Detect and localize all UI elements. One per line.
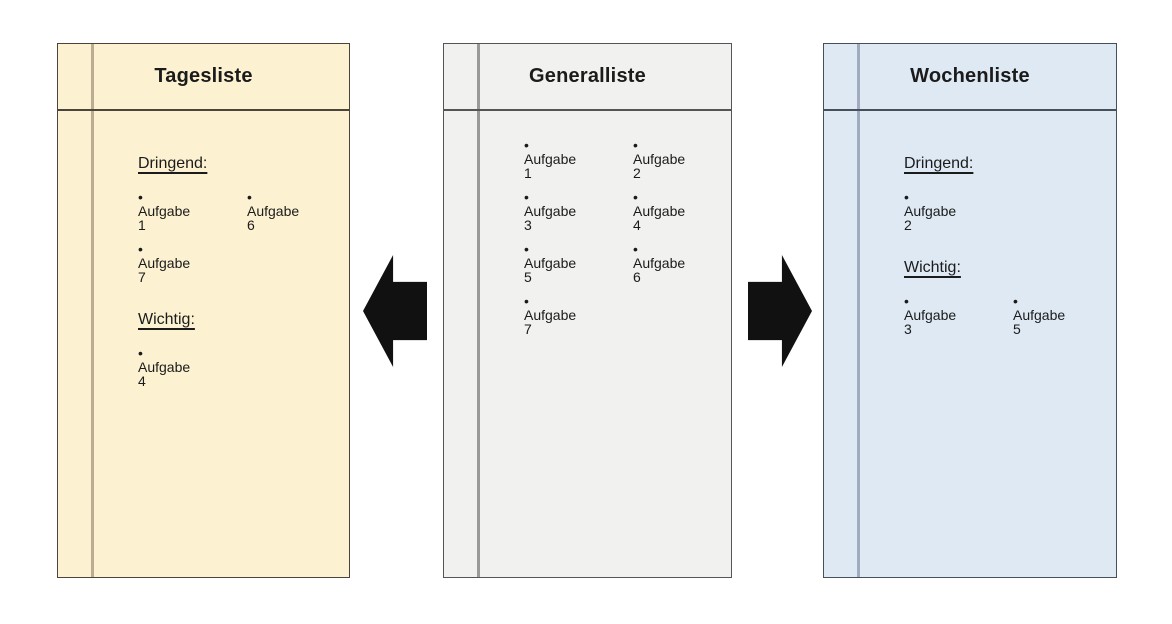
list-item: •Aufgabe 7 <box>58 241 190 294</box>
panel-tagesliste: Tagesliste Dringend:•Aufgabe 1•Aufgabe 6… <box>57 43 350 578</box>
bullet-icon: • <box>633 189 638 205</box>
bullet-icon: • <box>904 293 909 309</box>
panel-title: Wochenliste <box>910 65 1030 87</box>
panel-header: Tagesliste <box>58 44 349 111</box>
bullet-icon: • <box>524 137 529 153</box>
bullet-icon: • <box>904 189 909 205</box>
task-list: •Aufgabe 1•Aufgabe 2•Aufgabe 3•Aufgabe 4… <box>444 111 731 346</box>
task-label: Aufgabe 1 <box>138 203 191 233</box>
list-heading: Wichtig: <box>824 242 1116 294</box>
notepad-margin-line <box>91 44 94 577</box>
list-item: •Aufgabe 3 <box>444 189 576 242</box>
section-heading-label: Wichtig: <box>138 311 195 328</box>
right-arrow-icon <box>748 255 812 367</box>
bullet-icon: • <box>524 241 529 257</box>
task-label: Aufgabe 4 <box>633 203 686 233</box>
task-label: Aufgabe 2 <box>633 151 686 181</box>
left-arrow-icon <box>363 255 427 367</box>
list-item: •Aufgabe 2 <box>824 189 956 242</box>
bullet-icon: • <box>1013 293 1018 309</box>
panel-title: Tagesliste <box>154 65 253 87</box>
notepad-margin-line <box>477 44 480 577</box>
panel-header: Wochenliste <box>824 44 1116 111</box>
bullet-icon: • <box>524 293 529 309</box>
list-item: •Aufgabe 7 <box>444 293 576 346</box>
task-label: Aufgabe 2 <box>904 203 957 233</box>
task-label: Aufgabe 7 <box>524 307 577 337</box>
task-label: Aufgabe 4 <box>138 359 191 389</box>
bullet-icon: • <box>633 241 638 257</box>
list-item: •Aufgabe 3 <box>824 293 956 346</box>
task-label: Aufgabe 1 <box>524 151 577 181</box>
list-item: •Aufgabe 4 <box>553 189 685 242</box>
list-item: •Aufgabe 5 <box>933 293 1065 346</box>
list-item: •Aufgabe 4 <box>58 345 190 398</box>
task-label: Aufgabe 6 <box>247 203 300 233</box>
bullet-icon: • <box>524 189 529 205</box>
bullet-icon: • <box>138 345 143 361</box>
task-label: Aufgabe 5 <box>524 255 577 285</box>
task-label: Aufgabe 7 <box>138 255 191 285</box>
panel-generalliste: Generalliste •Aufgabe 1•Aufgabe 2•Aufgab… <box>443 43 732 578</box>
list-heading: Dringend: <box>58 138 349 190</box>
task-label: Aufgabe 6 <box>633 255 686 285</box>
list-item: •Aufgabe 5 <box>444 241 576 294</box>
bullet-icon: • <box>247 189 252 205</box>
panel-header: Generalliste <box>444 44 731 111</box>
list-item: •Aufgabe 6 <box>553 241 685 294</box>
list-heading: Wichtig: <box>58 294 349 346</box>
list-item: •Aufgabe 1 <box>444 137 576 190</box>
panel-title: Generalliste <box>529 65 646 87</box>
list-item: •Aufgabe 1 <box>58 189 190 242</box>
list-item: •Aufgabe 6 <box>167 189 299 242</box>
list-item: •Aufgabe 2 <box>553 137 685 190</box>
section-heading-label: Dringend: <box>138 155 208 172</box>
section-heading-label: Dringend: <box>904 155 974 172</box>
task-label: Aufgabe 3 <box>904 307 957 337</box>
task-label: Aufgabe 3 <box>524 203 577 233</box>
list-heading: Dringend: <box>824 138 1116 190</box>
bullet-icon: • <box>633 137 638 153</box>
bullet-icon: • <box>138 241 143 257</box>
task-label: Aufgabe 5 <box>1013 307 1066 337</box>
section-heading-label: Wichtig: <box>904 259 961 276</box>
notepad-margin-line <box>857 44 860 577</box>
bullet-icon: • <box>138 189 143 205</box>
